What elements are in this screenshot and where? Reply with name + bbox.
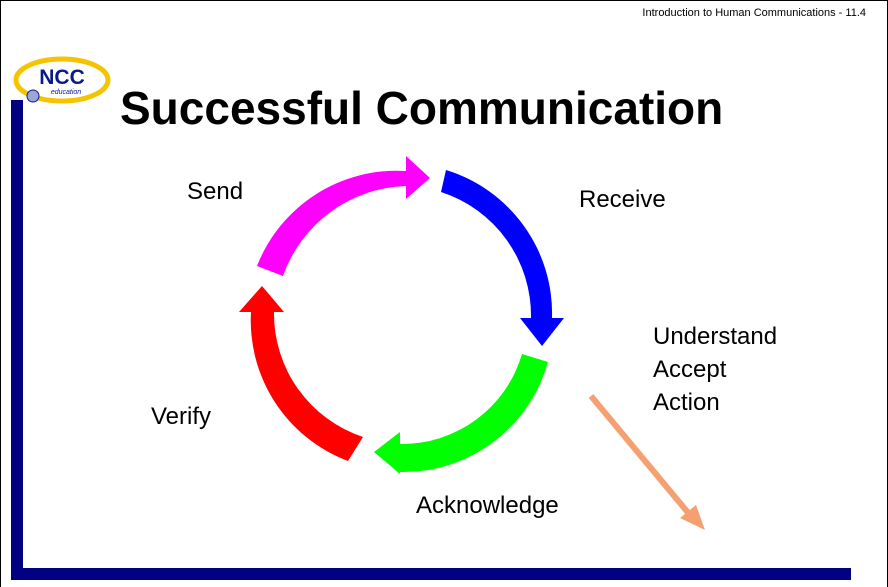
verify-arrow bbox=[239, 286, 363, 461]
ncc-education-logo: NCC education bbox=[13, 56, 111, 104]
receive-arrow bbox=[441, 170, 564, 346]
label-receive: Receive bbox=[579, 186, 666, 213]
label-verify: Verify bbox=[151, 403, 212, 430]
outcome-accept: Accept bbox=[653, 356, 727, 383]
outcome-list: Understand Accept Action bbox=[653, 320, 777, 419]
frame-border-top bbox=[0, 0, 888, 1]
slide-title: Successful Communication bbox=[120, 82, 724, 134]
slide-accent-bar-bottom bbox=[11, 568, 851, 580]
acknowledge-arrow bbox=[374, 354, 548, 474]
label-acknowledge: Acknowledge bbox=[416, 492, 559, 519]
logo-text: NCC bbox=[39, 66, 85, 89]
slide-header: Introduction to Human Communications - 1… bbox=[642, 7, 866, 19]
frame-border-left bbox=[0, 0, 1, 587]
outcome-arrow-head bbox=[680, 505, 705, 530]
logo-subtext: education bbox=[51, 89, 81, 96]
outcome-action: Action bbox=[653, 389, 720, 416]
outcome-understand: Understand bbox=[653, 323, 778, 350]
outcome-arrow-shaft bbox=[588, 394, 693, 517]
send-arrow bbox=[257, 156, 430, 276]
slide-accent-bar-left bbox=[11, 100, 23, 580]
label-send: Send bbox=[187, 178, 244, 205]
